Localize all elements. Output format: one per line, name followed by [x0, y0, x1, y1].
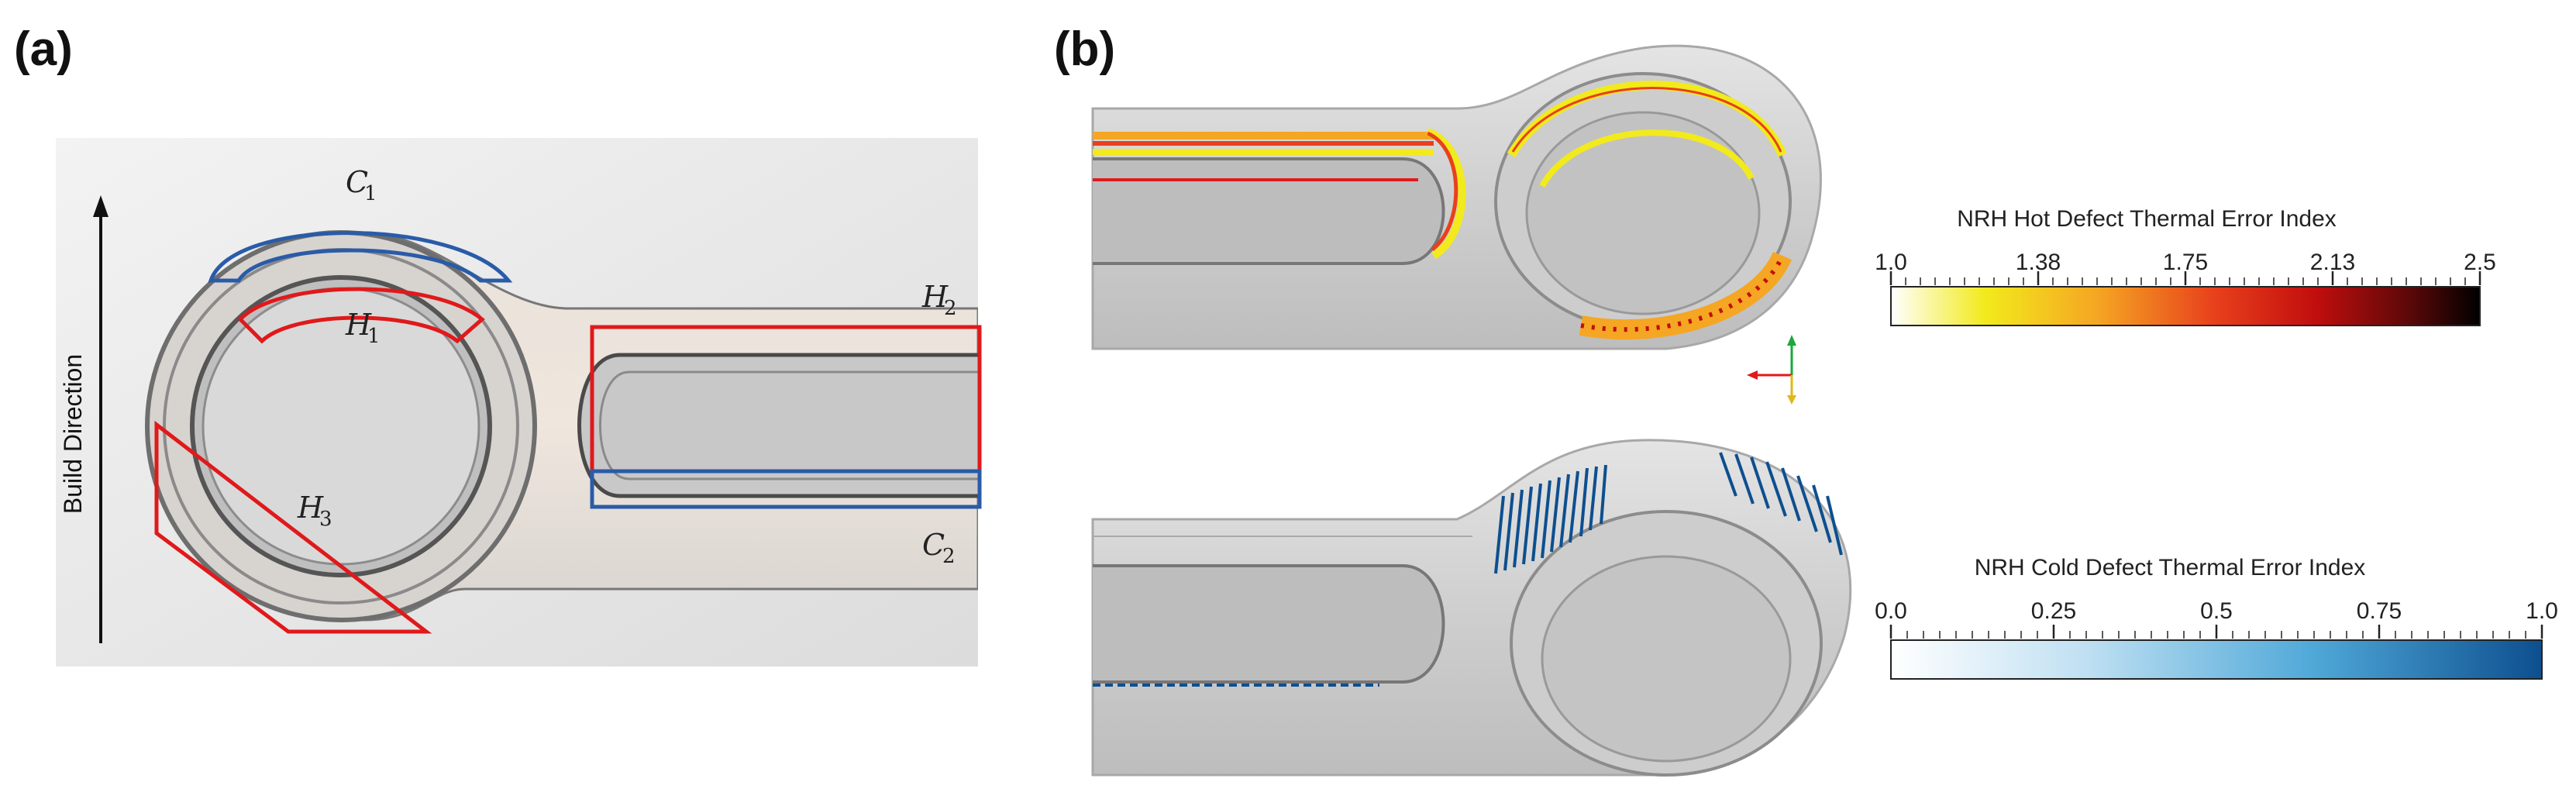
cold-colorbar-ticks [1889, 625, 2543, 639]
hot-tick-label-3: 2.13 [2310, 250, 2355, 275]
cold-colorbar-title: NRH Cold Defect Thermal Error Index [1975, 555, 2366, 580]
region-label-h3: H 3 [297, 491, 332, 531]
hot-tick-label-4: 2.5 [2464, 250, 2496, 275]
hot-colorbar: NRH Hot Defect Thermal Error Index 1.0 1… [1875, 206, 2496, 326]
region-label-c2: C 2 [922, 528, 956, 568]
shank-slot [577, 353, 978, 498]
panel-a-figure: Build Direction C 1 H 1 H 2 H 3 C 2 [56, 138, 982, 666]
hot-colorbar-gradient [1890, 286, 2481, 326]
svg-text:H: H [297, 491, 324, 525]
svg-text:3: 3 [319, 508, 332, 531]
hot-tick-label-1: 1.38 [2016, 250, 2061, 275]
region-label-c1: C 1 [346, 165, 377, 205]
svg-text:H: H [921, 280, 949, 314]
hot-defect-render [1091, 44, 1822, 350]
build-direction-label: Build Direction [59, 354, 87, 514]
cold-defect-render [1091, 439, 1852, 777]
hot-colorbar-ticks [1889, 271, 2481, 285]
region-h3-outline [154, 420, 432, 634]
svg-text:1: 1 [364, 182, 377, 205]
svg-text:2: 2 [944, 297, 957, 320]
cold-tick-label-1: 0.25 [2031, 598, 2076, 624]
cold-tick-label-3: 0.75 [2357, 598, 2402, 624]
svg-text:1: 1 [367, 325, 381, 348]
svg-text:2: 2 [942, 545, 956, 568]
hot-colorbar-title: NRH Hot Defect Thermal Error Index [1957, 206, 2337, 232]
region-c1-outline [208, 231, 513, 283]
region-h1-outline [237, 287, 485, 344]
panel-a-label: (a) [14, 22, 73, 76]
svg-text:C: C [922, 528, 945, 562]
hot-tick-label-2: 1.75 [2163, 250, 2208, 275]
cold-tick-label-4: 1.0 [2526, 598, 2558, 624]
svg-text:C: C [346, 165, 368, 199]
panel-b-label: (b) [1054, 22, 1116, 76]
cold-colorbar: NRH Cold Defect Thermal Error Index 0.0 … [1875, 555, 2558, 680]
svg-text:H: H [345, 308, 372, 342]
cold-tick-label-0: 0.0 [1875, 598, 1907, 624]
region-label-h2: H 2 [921, 280, 957, 320]
region-label-h1: H 1 [345, 308, 381, 348]
axes-triad [1747, 335, 1796, 405]
hot-tick-label-0: 1.0 [1875, 250, 1907, 275]
region-c2-outline [590, 469, 982, 509]
cold-tick-label-2: 0.5 [2200, 598, 2233, 624]
cold-colorbar-gradient [1890, 639, 2543, 680]
